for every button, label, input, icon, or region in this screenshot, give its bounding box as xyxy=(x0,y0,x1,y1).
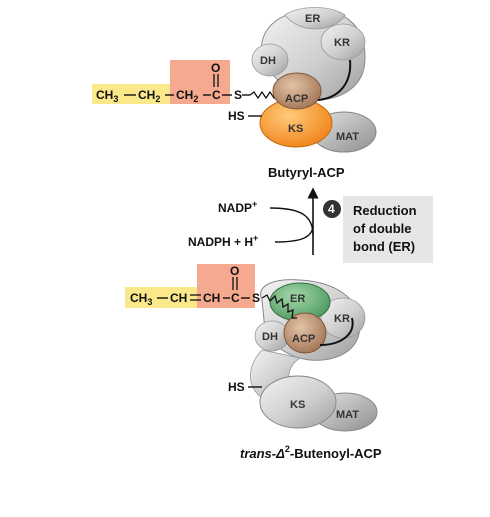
acyl-highlight xyxy=(92,84,170,104)
bottom-enzyme-complex: CH3 CH CH C O S ER KR DH ACP KS MAT HS xyxy=(125,264,382,461)
kr-loop-line xyxy=(317,59,352,101)
label-ks: KS xyxy=(288,123,303,135)
label-kr: KR xyxy=(334,313,350,325)
nadph-curve xyxy=(274,224,314,243)
sulfur: S xyxy=(252,291,260,305)
dh-lobe xyxy=(251,43,289,77)
kr-lobe xyxy=(320,23,366,61)
label-dh: DH xyxy=(260,55,276,67)
nadp-curve xyxy=(269,207,314,236)
acp-domain xyxy=(272,72,322,110)
chain-ch3: CH3 xyxy=(96,88,118,104)
label-dh: DH xyxy=(262,331,278,343)
step-line-3: bond (ER) xyxy=(353,239,415,254)
thioester-highlight xyxy=(197,264,255,308)
label-ks: KS xyxy=(290,399,305,411)
label-er: ER xyxy=(290,293,305,305)
label-acp: ACP xyxy=(292,333,315,345)
step-box xyxy=(343,196,433,263)
step-number: 4 xyxy=(328,202,335,216)
er-lobe xyxy=(284,7,346,30)
hs-label: HS xyxy=(228,109,245,123)
step-line-2: of double xyxy=(353,221,412,236)
carbonyl-oxygen: O xyxy=(211,61,220,75)
kr-lobe xyxy=(320,297,366,339)
carbonyl-oxygen: O xyxy=(230,264,239,278)
carbonyl-carbon: C xyxy=(231,291,240,305)
step-line-1: Reduction xyxy=(353,203,417,218)
label-er: ER xyxy=(305,13,320,25)
acp-domain xyxy=(283,312,327,354)
chain-ch-b: CH xyxy=(203,291,220,305)
carbonyl-carbon: C xyxy=(212,88,221,102)
step-number-badge xyxy=(323,200,341,218)
ks-domain xyxy=(259,375,337,429)
bottom-title: trans-Δ2-Butenoyl-ACP xyxy=(240,444,382,461)
nadph-label: NADPH + H+ xyxy=(188,233,258,249)
hs-label: HS xyxy=(228,380,245,394)
chain-ch2-a: CH2 xyxy=(138,88,160,104)
pantetheine-arm xyxy=(261,294,297,319)
sulfur: S xyxy=(234,88,242,102)
chain-ch-a: CH xyxy=(170,291,187,305)
chain-ch2-b: CH2 xyxy=(176,88,198,104)
kr-loop-line xyxy=(319,317,354,346)
reaction-step: NADP+ NADPH + H+ 4 Reduction of double b… xyxy=(188,187,433,263)
nadp-label: NADP+ xyxy=(218,199,257,215)
chain-ch3: CH3 xyxy=(130,291,152,307)
thioester-highlight xyxy=(170,60,230,104)
label-mat: MAT xyxy=(336,131,359,143)
top-title: Butyryl-ACP xyxy=(268,165,345,180)
label-kr: KR xyxy=(334,37,350,49)
label-mat: MAT xyxy=(336,409,359,421)
top-enzyme-complex: CH3 CH2 CH2 C O S ER KR DH ACP KS MAT HS… xyxy=(92,7,377,180)
label-acp: ACP xyxy=(285,93,308,105)
